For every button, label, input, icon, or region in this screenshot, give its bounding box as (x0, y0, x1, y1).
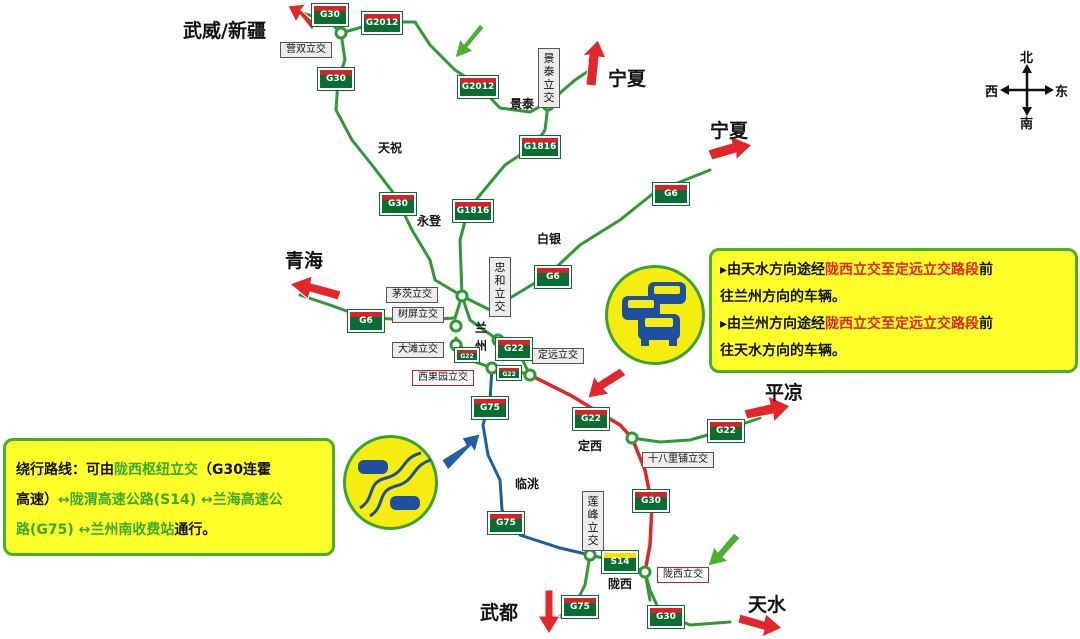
node-maoci (455, 289, 469, 303)
place-longxi: 陇西 (608, 577, 633, 591)
notice-line-1: ▸由天水方向途经陇西立交至定远立交路段前 (720, 262, 994, 278)
shield-g30-mid: G30 (379, 192, 417, 216)
shield-g1816-upper: G1816 (519, 135, 561, 159)
shield-g22-east: G22 (707, 419, 745, 443)
node-lianfeng (583, 548, 597, 562)
interchange-datan: 大滩立交 (392, 342, 444, 358)
shield-g2012-top: G2012 (361, 11, 403, 35)
compass-west-label: 西 (985, 85, 999, 100)
arrow-red-ningxia-2 (707, 135, 753, 162)
node-dingyuan (523, 368, 537, 382)
direction-arrows (287, 3, 791, 638)
arrow-red-tianshui (737, 613, 783, 638)
arrow-green-longxi (707, 532, 741, 567)
compass-east-label: 东 (1055, 85, 1069, 100)
interchange-maoci: 茅茨立交 (386, 287, 438, 303)
traffic-jam-cars-icon (605, 265, 705, 365)
arrow-green-north (454, 23, 485, 59)
place-baiyin: 白银 (537, 232, 562, 246)
shield-g75-south: G75 (561, 595, 599, 619)
detour-text: 绕行路线：可由陇西枢纽立交（G30连霍高速）↔陇渭高速公路(S14) ↔兰海高速… (16, 462, 283, 538)
node-yingshuang (334, 26, 348, 40)
interchange-lianfeng-vertical: 莲峰立交 (582, 491, 604, 551)
interchange-dingyuan: 定远立交 (532, 348, 584, 364)
place-jingtai: 景泰 (510, 97, 535, 111)
closure-notice-box: ▸由天水方向途经陇西立交至定远立交路段前 往兰州方向的车辆。 ▸由兰州方向途经陇… (709, 248, 1078, 373)
shield-g6-baiyin: G6 (534, 265, 572, 289)
dest-qinghai: 青海 (285, 250, 324, 272)
node-shuping (449, 319, 463, 333)
interchange-shuping: 树屏立交 (392, 307, 444, 323)
dest-wuwei-xinjiang: 武威/新疆 (183, 20, 266, 42)
shield-g30-bottom: G30 (647, 605, 685, 629)
shield-g6-west: G6 (347, 309, 385, 333)
notice-line-2: 往兰州方向的车辆。 (720, 289, 846, 305)
arrow-blue-detour (441, 433, 481, 471)
shield-s14: S14 (601, 550, 639, 574)
place-lintao: 临洮 (515, 477, 540, 491)
node-longxi (638, 565, 652, 579)
shield-g30-left: G30 (317, 67, 355, 91)
shield-g1816-lower: G1816 (452, 199, 494, 223)
compass-south-label: 南 (1020, 117, 1034, 132)
winding-road-cars-icon (343, 435, 438, 530)
detour-notice-box: 绕行路线：可由陇西枢纽立交（G30连霍高速）↔陇渭高速公路(S14) ↔兰海高速… (3, 438, 335, 556)
place-yongdeng: 永登 (417, 214, 442, 228)
shield-g2012-mid: G2012 (457, 75, 499, 99)
cars-glyph (622, 282, 686, 346)
interchange-jingtai-vertical: 景泰立交 (538, 48, 560, 108)
winding-road-glyph (358, 451, 432, 518)
compass-rose (1000, 64, 1054, 116)
dest-tianshui: 天水 (748, 594, 787, 616)
arrow-red-closure (587, 367, 627, 399)
notice-line-4: 往天水方向的车辆。 (720, 343, 846, 359)
interchange-xiguoyuan: 西果园立交 (412, 370, 474, 386)
shield-g75-mid: G75 (487, 511, 525, 535)
interchange-longxi: 陇西立交 (657, 567, 709, 583)
place-tianzhu: 天祝 (378, 141, 403, 155)
road-g1816 (458, 103, 550, 298)
dest-ningxia-2: 宁夏 (710, 120, 749, 142)
dest-ningxia-1: 宁夏 (608, 68, 647, 90)
compass-north-label: 北 (1020, 51, 1034, 66)
shield-g22-dingxi: G22 (572, 407, 610, 431)
node-shibalipu (625, 431, 639, 445)
arrow-red-pingliang (743, 395, 791, 424)
shield-g30-lower: G30 (632, 489, 670, 513)
interchange-yingshuang: 营双立交 (280, 42, 332, 58)
node-xiguoyuan (485, 361, 499, 375)
interchange-zhonghe-vertical: 忠和立交 (489, 257, 511, 317)
shield-g22-center: G22 (495, 337, 533, 361)
shield-g22-small-west: G22 (454, 347, 480, 363)
shield-g6-northeast: G6 (652, 182, 690, 206)
dest-pingliang: 平凉 (765, 382, 804, 404)
shield-g30-top: G30 (311, 3, 349, 27)
place-dingxi: 定西 (578, 439, 603, 453)
place-lan: 兰 (475, 321, 488, 335)
shield-g75-north: G75 (471, 396, 509, 420)
arrow-red-wudu (537, 589, 561, 635)
shield-g22-small-east: G22 (496, 365, 522, 381)
arrow-red-qinghai (289, 275, 342, 301)
dest-wudu: 武都 (480, 602, 519, 624)
arrow-red-ningxia-1 (580, 39, 607, 87)
notice-line-3: ▸由兰州方向途经陇西立交至定远立交路段前 (720, 316, 994, 332)
interchange-shibalipu: 十八里铺立交 (642, 452, 714, 468)
